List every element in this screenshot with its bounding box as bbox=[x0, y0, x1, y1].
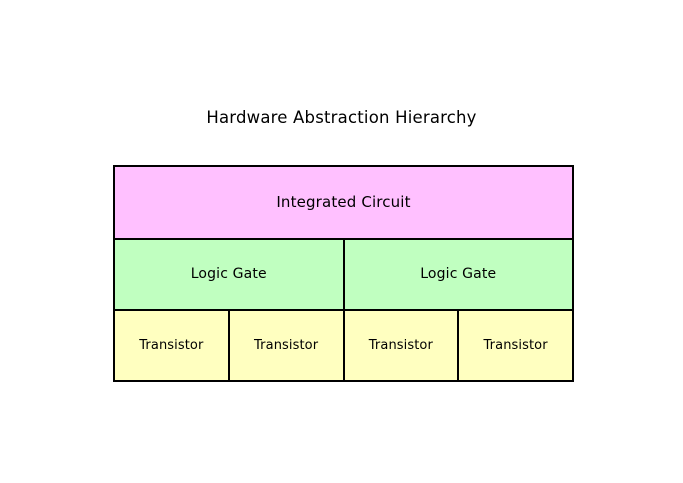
cell-logic-gate-2[interactable]: Logic Gate bbox=[342, 239, 572, 310]
cell-transistor-3[interactable]: Transistor bbox=[342, 311, 458, 380]
cell-integrated-circuit[interactable]: Integrated Circuit bbox=[115, 167, 572, 238]
cell-transistor-2[interactable]: Transistor bbox=[227, 311, 343, 380]
cell-transistor-4[interactable]: Transistor bbox=[457, 311, 572, 380]
page-title: Hardware Abstraction Hierarchy bbox=[206, 108, 477, 127]
cell-logic-gate-1[interactable]: Logic Gate bbox=[115, 239, 343, 310]
hierarchy-diagram: Integrated Circuit Logic Gate Logic Gate… bbox=[113, 165, 574, 382]
tier-logic-gate: Logic Gate Logic Gate bbox=[115, 237, 572, 310]
cell-transistor-1[interactable]: Transistor bbox=[115, 311, 228, 380]
tier-transistor: Transistor Transistor Transistor Transis… bbox=[115, 309, 572, 380]
tier-integrated-circuit: Integrated Circuit bbox=[115, 167, 572, 238]
